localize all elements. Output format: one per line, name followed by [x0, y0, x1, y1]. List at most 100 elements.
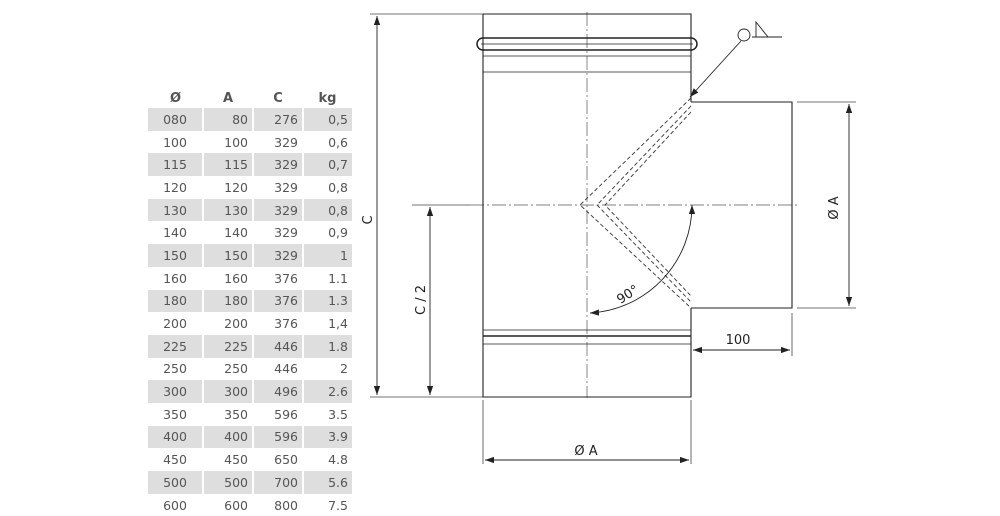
cell-diameter: 500 [148, 471, 204, 494]
label-c-half: C / 2 [414, 285, 429, 315]
label-main-diameter: Ø A [574, 444, 597, 459]
col-header-a: A [222, 90, 234, 106]
cell-diameter: 400 [148, 425, 204, 449]
cell-diameter: 160 [148, 266, 204, 290]
cell-kg: 3.5 [303, 402, 352, 426]
label-branch-length: 100 [726, 333, 751, 348]
cell-c: 700 [253, 471, 304, 494]
cell-a: 250 [203, 357, 254, 381]
cell-c: 276 [253, 108, 304, 131]
cell-kg: 5.6 [303, 471, 352, 494]
cell-a: 450 [203, 448, 254, 471]
cell-c: 446 [253, 334, 304, 358]
cell-a: 100 [203, 130, 254, 154]
col-header-c: C [273, 90, 283, 106]
cell-c: 446 [253, 357, 304, 381]
cell-a: 140 [203, 221, 254, 245]
cell-diameter: 200 [148, 312, 204, 335]
extension-lines [370, 13, 856, 464]
cell-diameter: 180 [148, 289, 204, 313]
cell-c: 596 [253, 402, 304, 426]
cell-kg: 2 [303, 357, 352, 381]
cell-kg: 0,7 [303, 153, 352, 177]
cell-kg: 1.3 [303, 289, 352, 313]
cell-a: 500 [203, 471, 254, 494]
cell-kg: 0,8 [303, 198, 352, 222]
cell-a: 200 [203, 312, 254, 335]
cell-diameter: 100 [148, 130, 204, 154]
cell-kg: 1 [303, 244, 352, 267]
cell-diameter: 130 [148, 198, 204, 222]
label-branch-diameter: Ø A [827, 196, 842, 219]
cell-a: 130 [203, 198, 254, 222]
cell-kg: 0,9 [303, 221, 352, 245]
cell-c: 329 [253, 176, 304, 199]
cell-diameter: 115 [148, 153, 204, 177]
cell-kg: 3.9 [303, 425, 352, 449]
cell-c: 496 [253, 380, 304, 403]
cell-kg: 4.8 [303, 448, 352, 471]
cell-c: 650 [253, 448, 304, 471]
cell-c: 596 [253, 425, 304, 449]
cell-kg: 2.6 [303, 380, 352, 403]
cell-diameter: 450 [148, 448, 204, 471]
dimension-lines [373, 16, 853, 464]
table-header-row: Ø A C kg [148, 88, 352, 108]
cell-diameter: 300 [148, 380, 204, 403]
cell-c: 329 [253, 244, 304, 267]
cell-diameter: 080 [148, 108, 204, 131]
cell-c: 376 [253, 266, 304, 290]
cell-c: 329 [253, 130, 304, 154]
cell-a: 150 [203, 244, 254, 267]
cell-kg: 0,5 [303, 108, 352, 131]
cell-kg: 1,4 [303, 312, 352, 335]
cell-kg: 0,8 [303, 176, 352, 199]
tee-drawing: C C / 2 90° 100 Ø A Ø A [361, 12, 856, 464]
label-angle: 90° [614, 282, 641, 307]
cell-c: 329 [253, 198, 304, 222]
cell-a: 120 [203, 176, 254, 199]
cell-a: 350 [203, 402, 254, 426]
cell-c: 376 [253, 289, 304, 313]
cell-kg: 1.8 [303, 334, 352, 358]
cell-diameter: 140 [148, 221, 204, 245]
cell-a: 225 [203, 334, 254, 358]
cell-a: 300 [203, 380, 254, 403]
cell-a: 80 [203, 108, 254, 131]
center-lines [470, 12, 800, 398]
cell-kg: 0,6 [303, 130, 352, 154]
hidden-lines [579, 97, 692, 309]
cell-diameter: 250 [148, 357, 204, 381]
label-c: C [361, 215, 376, 224]
dim-angle-arc [589, 204, 696, 316]
cell-c: 376 [253, 312, 304, 335]
cell-diameter: 350 [148, 402, 204, 426]
cell-a: 160 [203, 266, 254, 290]
cell-diameter: 225 [148, 334, 204, 358]
cell-diameter: 120 [148, 176, 204, 199]
col-header-kg: kg [318, 90, 337, 106]
cell-c: 329 [253, 153, 304, 177]
col-header-diameter: Ø [169, 90, 182, 106]
cell-diameter: 150 [148, 244, 204, 267]
cell-a: 115 [203, 153, 254, 177]
weld-symbol [689, 20, 782, 98]
cell-kg: 1.1 [303, 266, 352, 290]
